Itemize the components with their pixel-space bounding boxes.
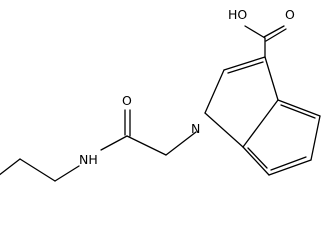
- bond-c7-inner: [247, 147, 268, 169]
- bond-n1-c7a: [204, 112, 244, 148]
- bond-c5-c6-inner: [270, 156, 307, 171]
- bond-nh-ch2: [54, 165, 80, 182]
- bond-c-o-double-2: [265, 28, 287, 42]
- bond-c6-c7: [242, 146, 270, 176]
- bond-c5-c6: [268, 159, 312, 176]
- bond-c4-c5: [310, 115, 321, 161]
- bond-c3a-c7a: [242, 99, 279, 148]
- bond-c-oh: [244, 25, 266, 39]
- bond-co-nh: [100, 135, 128, 151]
- bond-c-o-double-1: [263, 25, 285, 38]
- bond-ch2-ch2: [19, 158, 56, 182]
- hydroxyl-label: HO: [228, 7, 247, 22]
- bond-c3-c3a: [264, 56, 279, 101]
- bond-c2-n1: [204, 69, 225, 114]
- bond-c3-c2: [223, 56, 266, 71]
- bond-ch2-ch3: [0, 158, 21, 176]
- indole-nitrogen-label: N: [191, 121, 200, 136]
- amide-nitrogen-label: NH: [79, 152, 98, 167]
- bond-c3a-c4: [277, 99, 321, 117]
- bond-c3a-c4-inner: [280, 104, 316, 119]
- amide-oxygen-label: O: [122, 93, 132, 108]
- bond-c3-c2-inner: [227, 61, 264, 74]
- bond-n1-ch2: [165, 131, 197, 156]
- molecule-diagram: HO O O NH N: [0, 7, 321, 182]
- acid-oxygen-label: O: [285, 7, 295, 22]
- bond-ch2-co: [126, 135, 167, 156]
- structure-canvas: HO O O NH N: [0, 7, 321, 182]
